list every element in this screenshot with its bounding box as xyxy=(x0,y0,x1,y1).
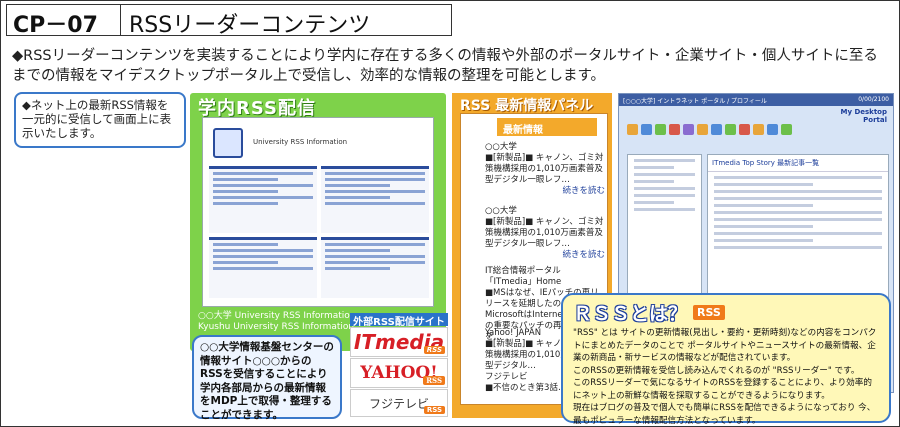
news-item-title: フジテレビ xyxy=(485,372,528,382)
what-is-rss-heading: ＲＳＳとは？ xyxy=(573,303,688,325)
news-item-title: IT総合情報ポータル「ITmedia」Home xyxy=(485,266,562,287)
rss-badge: RSS xyxy=(423,376,445,385)
campus-rss-footer: ○○大学 University RSS Information Kyushu U… xyxy=(198,311,355,333)
app-icon[interactable] xyxy=(641,124,652,135)
news-item[interactable]: フジテレビ ■不信のとき第3話… xyxy=(485,372,605,394)
fujitv-logo[interactable]: フジテレビ RSS xyxy=(350,389,448,417)
footer-line-2: Kyushu University RSS Information xyxy=(198,322,355,332)
read-more-link[interactable]: 続きを読む xyxy=(562,250,605,260)
what-is-rss-title: ＲＳＳとは？ RSS xyxy=(573,299,879,326)
footer-line-1: ○○大学 University RSS Information xyxy=(198,311,356,321)
external-rss-label: 外部RSS配信サイト xyxy=(350,313,448,328)
rss-paragraph-3: このRSSリーダーで気になるサイトのRSSを登録することにより、より効率的にネッ… xyxy=(573,378,872,401)
rss-paragraph-4: 現在はブログの普及で個人でも簡単にRSSを配信できるようになっており 今、最もポ… xyxy=(573,403,876,426)
university-rss-page: University RSS Information xyxy=(202,117,434,307)
app-icon[interactable] xyxy=(781,124,792,135)
app-icon[interactable] xyxy=(655,124,666,135)
university-logo-icon xyxy=(213,128,243,158)
itmedia-logo[interactable]: ITmedia RSS xyxy=(350,327,448,357)
note-box: ◆ネット上の最新RSS情報を一元的に受信して画面上に表示いたします。 xyxy=(14,92,186,148)
news-item-body: ■[新製品]■ キャノン、ゴミ対策機構採用の1,010万画素普及型デジタル… xyxy=(485,339,604,371)
rss-news-title: RSS 最新情報パネル xyxy=(460,98,594,114)
rss-news-subtitle: 最新情報 xyxy=(497,118,597,136)
rss-badge: RSS xyxy=(423,406,445,414)
app-icon[interactable] xyxy=(669,124,680,135)
rss-list-block xyxy=(209,237,317,298)
portal-logo: My Desktop Portal xyxy=(840,108,887,124)
yahoo-logo-text: YAHOO! xyxy=(360,363,438,383)
portal-titlebar: [○○○大学] イントラネット ポータル / プロフィール 0/00/2100 xyxy=(619,94,893,106)
read-more-link[interactable]: 続きを読む xyxy=(562,186,605,196)
university-rss-grid xyxy=(209,166,429,298)
news-item-body: ■MSはなぜ、IEパッチの再リリースを延期したのか■ MicrosoftはInt… xyxy=(485,288,602,342)
header: CP－07 RSSリーダーコンテンツ xyxy=(6,4,452,38)
intro-text: ◆RSSリーダーコンテンツを実装することにより学内に存在する多くの情報や外部のポ… xyxy=(12,48,878,84)
slide-title: RSSリーダーコンテンツ xyxy=(129,13,371,38)
app-icon[interactable] xyxy=(711,124,722,135)
rss-badge: RSS xyxy=(423,346,445,354)
app-icon[interactable] xyxy=(739,124,750,135)
portal-main-title: ITmedia Top Story 最新記事一覧 xyxy=(708,155,888,172)
rss-paragraph-1: "RSS" とは サイトの更新情報(見出し・要約・更新時刻)などの内容をコンパク… xyxy=(573,328,877,363)
campus-rss-title: 学内RSS配信 xyxy=(198,98,316,119)
news-item-body: ■[新製品]■ キャノン、ゴミ対策機構採用の1,010万画素普及型デジタル一眼レ… xyxy=(485,217,604,249)
yahoo-logo[interactable]: YAHOO! RSS xyxy=(350,358,448,388)
news-item[interactable]: ○○大学 ■[新製品]■ キャノン、ゴミ対策機構採用の1,010万画素普及型デジ… xyxy=(485,206,605,261)
fujitv-logo-text: フジテレビ xyxy=(368,396,429,411)
news-item[interactable]: IT総合情報ポータル「ITmedia」Home ■MSはなぜ、IEパッチの再リリ… xyxy=(485,266,605,343)
news-item[interactable]: Yahoo! JAPAN ■[新製品]■ キャノン、ゴミ対策機構採用の1,010… xyxy=(485,328,605,372)
what-is-rss-body: "RSS" とは サイトの更新情報(見出し・要約・更新時刻)などの内容をコンパク… xyxy=(573,327,879,427)
portal-bar-date: 0/00/2100 xyxy=(858,96,889,103)
news-item-title: ○○大学 xyxy=(485,142,517,152)
rss-paragraph-2: このRSSの更新情報を受信し読み込んでくれるのが "RSSリーダー" です。 xyxy=(573,365,860,376)
rss-list-block xyxy=(209,166,317,233)
app-icon[interactable] xyxy=(767,124,778,135)
news-item-title: ○○大学 xyxy=(485,206,517,216)
rss-list-block xyxy=(321,166,429,233)
app-icon[interactable] xyxy=(753,124,764,135)
app-icon[interactable] xyxy=(725,124,736,135)
app-icon[interactable] xyxy=(697,124,708,135)
campus-rss-panel: 学内RSS配信 University RSS Information ○○大学 … xyxy=(190,93,446,351)
news-item-body: ■不信のとき第3話… xyxy=(485,383,567,393)
news-item[interactable]: ○○大学 ■[新製品]■ キャノン、ゴミ対策機構採用の1,010万画素普及型デジ… xyxy=(485,142,605,197)
news-item-body: ■[新製品]■ キャノン、ゴミ対策機構採用の1,010万画素普及型デジタル一眼レ… xyxy=(485,153,604,185)
university-rss-heading: University RSS Information xyxy=(253,138,348,146)
app-icon[interactable] xyxy=(683,124,694,135)
news-item-title: Yahoo! JAPAN xyxy=(485,328,542,338)
rss-badge: RSS xyxy=(693,305,725,320)
portal-icon-row xyxy=(627,124,827,135)
what-is-rss-callout: ＲＳＳとは？ RSS "RSS" とは サイトの更新情報(見出し・要約・更新時刻… xyxy=(561,293,891,426)
slide-code: CP－07 xyxy=(7,5,121,38)
app-icon[interactable] xyxy=(627,124,638,135)
portal-bar-title: [○○○大学] イントラネット ポータル / プロフィール xyxy=(623,98,767,105)
campus-rss-callout: ○○大学情報基盤センターの情報サイト○○○からのRSSを受信することにより 学内… xyxy=(192,335,342,421)
rss-list-block xyxy=(321,237,429,298)
